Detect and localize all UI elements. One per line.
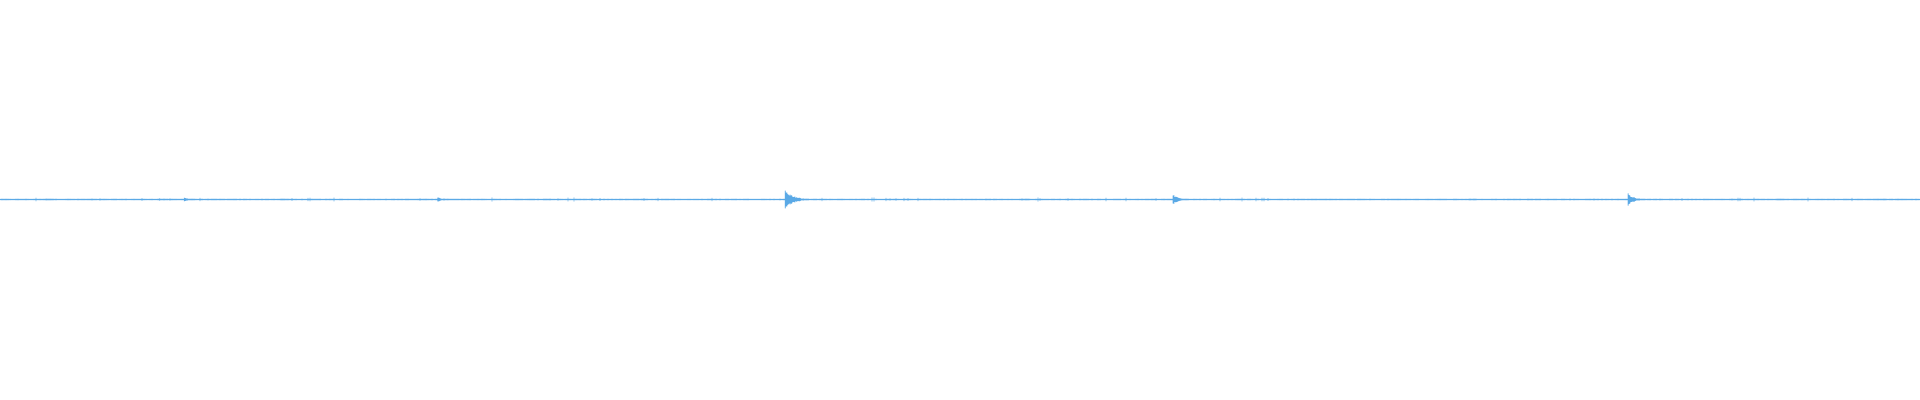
waveform-peak (1627, 193, 1646, 206)
waveform-peak (1172, 195, 1189, 204)
waveform-noise-path (0, 197, 1919, 202)
waveform-peak (183, 197, 196, 202)
waveform-peak (542, 198, 552, 201)
waveform-peak (1775, 198, 1784, 201)
waveform-peak (1022, 198, 1031, 201)
waveform-peak (279, 198, 288, 201)
waveform-peak (1879, 198, 1887, 201)
waveform-peak (45, 198, 54, 201)
waveform-peak (1468, 198, 1476, 201)
waveform-peaks (45, 190, 1887, 209)
waveform-peak (437, 197, 449, 202)
waveform-peak (158, 198, 168, 201)
waveform-peak (640, 198, 649, 201)
waveform-noise (0, 197, 1919, 202)
waveform-peak (784, 190, 809, 209)
